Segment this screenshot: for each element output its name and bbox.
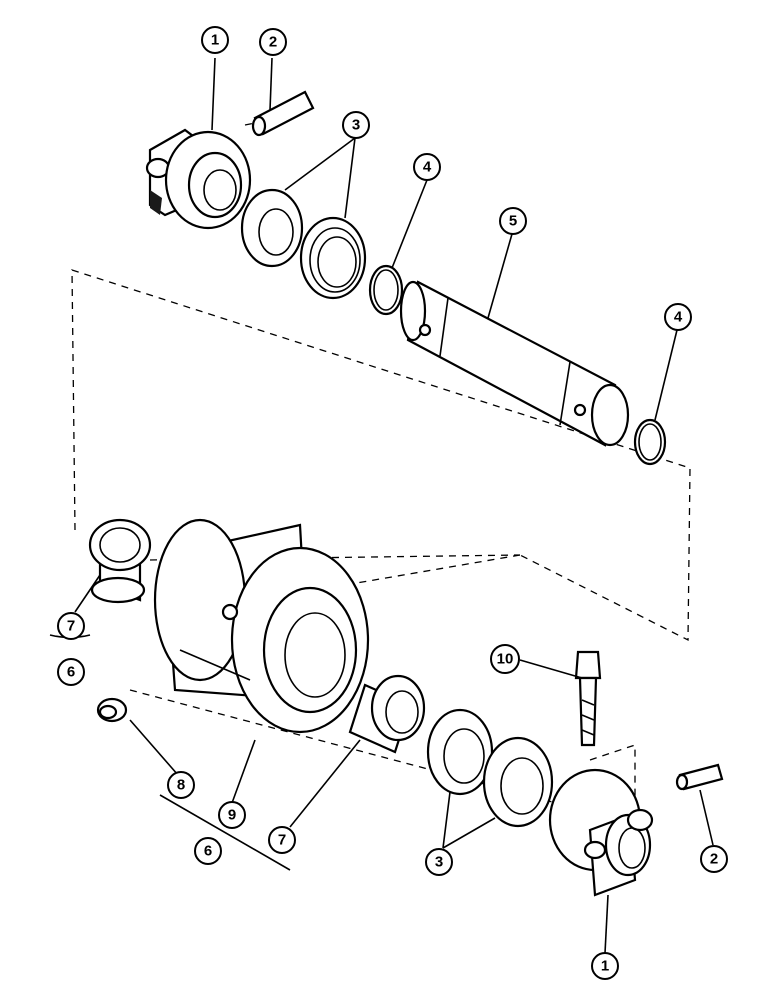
callout-10: 10: [490, 644, 520, 674]
callout-8-label: 8: [177, 777, 185, 794]
callout-3-top-label: 3: [352, 117, 360, 134]
callout-3-bottom: 3: [425, 848, 453, 876]
part-1-bracket-top: [145, 128, 252, 230]
callout-2-right: 2: [700, 845, 728, 873]
callout-6-bottom-label: 6: [204, 843, 212, 860]
callout-8: 8: [167, 771, 195, 799]
callout-1-bottom-label: 1: [601, 958, 609, 975]
part-4-oring-left: [368, 264, 404, 316]
callout-7-left-label: 7: [67, 618, 75, 635]
callout-7-left: 7: [57, 612, 85, 640]
callout-6-left-label: 6: [67, 664, 75, 681]
part-7-bushing-mid: [348, 674, 426, 754]
callout-4-left-label: 4: [423, 159, 432, 176]
callout-7-mid: 7: [268, 826, 296, 854]
callout-4-right-label: 4: [674, 309, 683, 326]
callout-4-left: 4: [413, 153, 441, 181]
callout-9: 9: [218, 801, 246, 829]
callout-1-top: 1: [201, 26, 229, 54]
part-8-plug: [96, 697, 128, 723]
callout-9-label: 9: [228, 807, 236, 824]
callout-6-bottom: 6: [194, 837, 222, 865]
part-9-roller: [153, 518, 370, 734]
callout-6-left: 6: [57, 658, 85, 686]
callout-2-top-label: 2: [269, 34, 277, 51]
leader-lines: [49, 57, 714, 954]
callout-3-bottom-label: 3: [435, 854, 443, 871]
callout-5-label: 5: [509, 213, 517, 230]
callout-3-top: 3: [342, 111, 370, 139]
callout-2-right-label: 2: [710, 851, 718, 868]
part-5-shaft: [399, 280, 630, 447]
part-2-pin-top: [251, 90, 315, 137]
part-3-washers-top: [240, 188, 367, 300]
part-1-bracket-bottom: [548, 768, 654, 897]
part-4-oring-right: [633, 418, 667, 466]
callout-7-mid-label: 7: [278, 832, 286, 849]
callout-1-top-label: 1: [211, 32, 219, 49]
part-10-bolt: [574, 650, 602, 747]
callout-10-label: 10: [497, 651, 514, 668]
callout-5: 5: [499, 207, 527, 235]
part-3-washers-bottom: [426, 708, 554, 828]
callout-2-top: 2: [259, 28, 287, 56]
callout-1-bottom: 1: [591, 952, 619, 980]
callout-4-right: 4: [664, 303, 692, 331]
part-7-bushing-left: [88, 518, 152, 604]
part-2-pin-right: [675, 763, 724, 791]
